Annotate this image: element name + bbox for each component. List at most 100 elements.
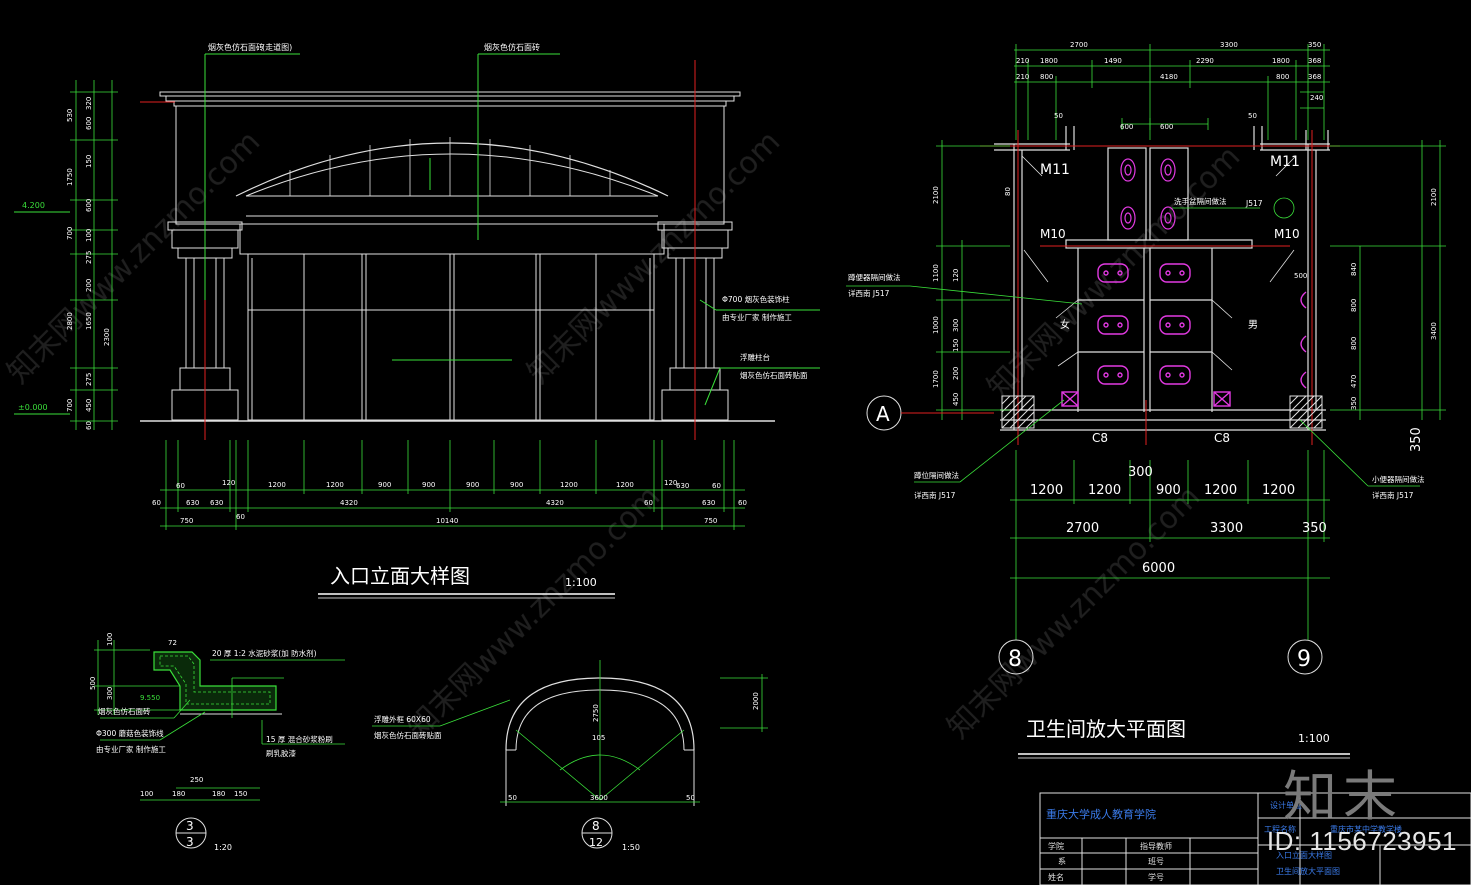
bottom-dim: 630 [676,482,689,490]
image-id-text: ID: 1156723951 [1266,826,1457,856]
title-block-cell: 姓名 [1048,872,1064,882]
window-label: C8 [1092,431,1108,445]
detail3-level: 9.550 [140,694,160,702]
bottom-dim: 630 [210,499,223,507]
detail3-note: 烟灰色仿石面砖 [98,706,151,716]
detail3-dim: 100 [106,633,114,646]
window-label: C8 [1214,431,1230,445]
top-dim: 210 [1016,73,1029,81]
plan-bottom-dim: 1200 [1088,483,1121,498]
inner-dim: 600 [1120,123,1133,131]
axis-label: 9 [1297,647,1311,672]
plan-left-dim: 200 [952,367,960,380]
plan-left-dim: 2100 [932,186,940,204]
detail8-note: 烟灰色仿石面砖贴面 [374,730,442,740]
plan-right-dim: 2100 [1430,188,1438,206]
plan-note: 蹲便器隔间做法 [848,272,901,282]
detail3-note: 由专业厂家 制作施工 [96,744,166,754]
urinal [1300,291,1307,389]
door-label: M11 [1270,154,1300,170]
level-mark: 4.200 [22,201,45,210]
axis-label: A [876,402,890,426]
plan-bottom-dim: 1200 [1262,483,1295,498]
detail3-note: 20 厚 1:2 水泥砂浆(加 防水剂) [212,648,317,658]
plan-right-dim: 3400 [1430,322,1438,340]
squat-toilet [1061,263,1231,407]
plan-left-dim: 1700 [932,370,940,388]
title-block-row: 入口立面大样图 [1276,850,1332,860]
plan-right-dim: 800 [1350,337,1358,350]
left-dim: 200 [85,279,93,292]
left-dim: 600 [85,199,93,212]
axis-label: 8 [1008,647,1022,672]
plan-bottom-dim: 1200 [1204,483,1237,498]
detail3-dim: 100 [140,790,153,798]
plan-right-dim: 840 [1350,263,1358,276]
inner-dim: 50 [1248,112,1257,120]
left-dim: 100 [85,229,93,242]
title-block-cell: 学院 [1048,841,1064,851]
bottom-dim: 630 [186,499,199,507]
note-top-right: 烟灰色仿石面砖 [484,42,540,52]
detail3-dim: 300 [106,687,114,700]
gender-label: 男 [1248,319,1258,331]
inner-dim: 600 [1160,123,1173,131]
detail-8-12: 浮雕外框 60X60 烟灰色仿石面砖贴面 2750 105 3600 50 50… [372,660,768,852]
gender-label: 女 [1060,318,1070,331]
bottom-dim: 4320 [340,499,358,507]
detail8-dim: 105 [592,734,605,742]
bottom-dim: 60 [712,482,721,490]
detail8-label-top: 8 [592,819,600,833]
plan-left-dim: 450 [952,393,960,406]
title-block [1039,792,1471,885]
title-block-row: 工程名称 [1264,824,1296,834]
bottom-dim: 4320 [546,499,564,507]
bottom-dim: 1200 [268,481,286,489]
detail3-note: Φ300 蘑菇色装饰线 [96,728,164,738]
title-block-cell: 班号 [1148,856,1164,866]
bottom-dim: 120 [222,479,235,487]
detail3-note: 15 厚 混合砂浆粉刷 [266,734,333,744]
top-dim: 1800 [1272,57,1290,65]
detail3-label-top: 3 [186,819,194,833]
note-top-left-2: (走道图) [262,42,292,52]
left-dim: 1750 [66,168,74,186]
brand-logo: 知末 [1283,765,1403,828]
detail3-label-bottom: 3 [186,835,194,849]
bottom-dim: 60 [738,499,747,507]
plan-note: 蹲位隔间做法 [914,470,959,480]
left-dim: 60 [85,421,93,430]
entrance-elevation: 烟灰色仿石面砖 (走道图) 烟灰色仿石面砖 Φ700 烟灰色装饰柱 由专业厂家 … [14,42,820,599]
note-right-1: Φ700 烟灰色装饰柱 [722,294,790,304]
plan-left-dim: 1000 [932,316,940,334]
door-label: M11 [1040,162,1070,178]
title-block-cell: 指导教师 [1140,841,1172,851]
detail8-dim: 2750 [592,704,600,722]
watermark-text: 知末网www.znzmo.com [941,479,1207,745]
inner-dim: 240 [1310,94,1323,102]
left-dim: 450 [85,399,93,412]
top-dim: 3300 [1220,41,1238,49]
structural-column [1001,395,1323,429]
bottom-dim: 630 [702,499,715,507]
top-dim: 800 [1276,73,1289,81]
plan-left-dim: 120 [952,269,960,282]
note-right-2: 由专业厂家 制作施工 [722,312,792,322]
plan-right-dim: 500 [1294,272,1307,280]
detail3-dim: 180 [212,790,225,798]
detail8-scale: 1:50 [622,843,640,852]
plan-note: 小便器隔间做法 [1372,474,1425,484]
left-dim: 275 [85,373,93,386]
axis-bubble [1287,639,1323,675]
door-label: M10 [1040,227,1066,241]
bottom-dim: 750 [180,517,193,525]
plan-right-dim: 470 [1350,375,1358,388]
detail8-label-bottom: 12 [589,836,603,849]
top-dim: 4180 [1160,73,1178,81]
left-dim: 2800 [66,312,74,330]
inner-dim: 50 [1054,112,1063,120]
note-right-3: 浮雕柱台 [740,352,770,362]
bottom-dim: 900 [378,481,391,489]
wash-basin [1120,158,1176,230]
